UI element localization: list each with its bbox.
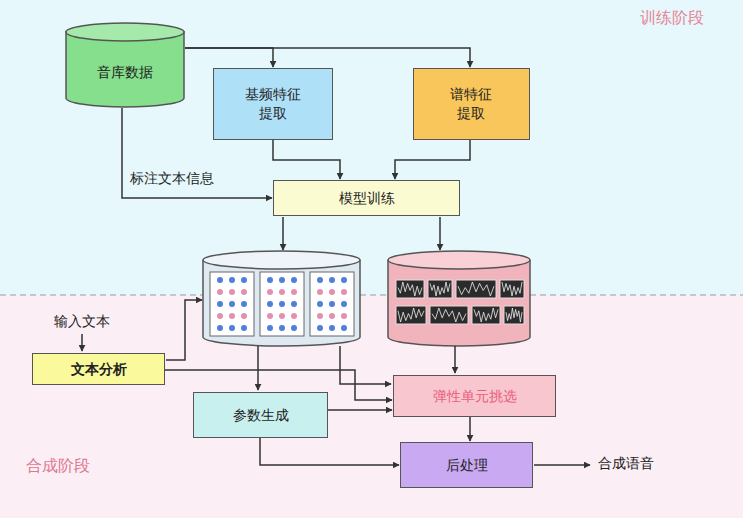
neuron-dot bbox=[317, 301, 323, 307]
waveform-line bbox=[430, 282, 450, 296]
neuron-dot bbox=[341, 325, 347, 331]
neuron-dot bbox=[241, 289, 247, 295]
neuron-dot bbox=[279, 301, 285, 307]
neuron-dot bbox=[329, 325, 335, 331]
waveform-tile bbox=[430, 306, 468, 324]
process-box: 基频特征 提取 bbox=[213, 68, 333, 140]
neuron-dot bbox=[329, 289, 335, 295]
process-box: 谱特征 提取 bbox=[413, 68, 530, 140]
flow-arrow bbox=[328, 409, 392, 411]
model-cylinder bbox=[203, 251, 360, 346]
neuron-dot bbox=[317, 277, 323, 283]
neuron-dot bbox=[341, 313, 347, 319]
waveform-tile bbox=[456, 280, 496, 298]
waveform-line bbox=[502, 282, 522, 296]
waveform-tile bbox=[500, 280, 524, 298]
waveform-line bbox=[398, 308, 424, 322]
neuron-dot bbox=[241, 325, 247, 331]
neuron-dot bbox=[241, 277, 247, 283]
node-label: 基频特征 提取 bbox=[241, 85, 305, 123]
waveform-line bbox=[474, 308, 498, 322]
neuron-dot bbox=[217, 301, 223, 307]
synthesis-ground bbox=[0, 295, 743, 518]
waveform-line bbox=[398, 282, 422, 296]
waveform-line bbox=[506, 308, 522, 322]
layout-arrows bbox=[82, 217, 590, 465]
io-label: 合成语音 bbox=[598, 455, 654, 473]
node-label: 音库数据 bbox=[97, 63, 153, 82]
neuron-dot bbox=[217, 313, 223, 319]
neuron-dot bbox=[291, 313, 297, 319]
neuron-dot bbox=[329, 301, 335, 307]
stage-divider bbox=[0, 294, 743, 295]
waveform-tile bbox=[396, 280, 424, 298]
node-label: 弹性单元挑选 bbox=[433, 387, 517, 406]
edge-label: 标注文本信息 bbox=[128, 170, 216, 188]
flow-arrow bbox=[469, 417, 471, 441]
waveform-tile bbox=[504, 306, 524, 324]
process-box: 文本分析 bbox=[32, 353, 165, 385]
io-label: 输入文本 bbox=[54, 313, 110, 331]
neuron-dot bbox=[291, 289, 297, 295]
flow-arrow bbox=[185, 48, 273, 67]
neuron-dot bbox=[217, 277, 223, 283]
neuron-dot bbox=[229, 313, 235, 319]
stage-label: 合成阶段 bbox=[26, 456, 90, 477]
waveform-tile bbox=[428, 280, 452, 298]
waveform-line bbox=[432, 308, 466, 322]
neuron-dot bbox=[279, 325, 285, 331]
process-box: 弹性单元挑选 bbox=[393, 375, 556, 417]
neuron-dot bbox=[279, 289, 285, 295]
training-ground bbox=[0, 0, 743, 295]
neuron-dot bbox=[329, 313, 335, 319]
neuron-dot bbox=[341, 301, 347, 307]
neuron-dot bbox=[229, 289, 235, 295]
neuron-dot bbox=[229, 277, 235, 283]
node-label: 模型训练 bbox=[339, 189, 395, 208]
node-label: 文本分析 bbox=[71, 360, 127, 379]
flow-arrow bbox=[395, 140, 470, 179]
database-cylinder: 音库数据 bbox=[65, 22, 185, 108]
neuron-dot bbox=[217, 289, 223, 295]
neuron-dot bbox=[317, 289, 323, 295]
neuron-dot bbox=[279, 277, 285, 283]
waveform-tile bbox=[396, 306, 426, 324]
neuron-dot bbox=[279, 313, 285, 319]
node-label: 参数生成 bbox=[233, 406, 289, 425]
neuron-dot bbox=[317, 313, 323, 319]
neuron-dot bbox=[267, 277, 273, 283]
neuron-dot bbox=[267, 325, 273, 331]
neuron-dot bbox=[291, 301, 297, 307]
node-label: 谱特征 提取 bbox=[446, 85, 496, 123]
neuron-dot bbox=[341, 289, 347, 295]
process-box: 参数生成 bbox=[193, 392, 328, 438]
waveform-line bbox=[458, 282, 494, 296]
neuron-dot bbox=[329, 277, 335, 283]
neuron-dot bbox=[317, 325, 323, 331]
neuron-dot bbox=[217, 325, 223, 331]
neuron-dot bbox=[229, 301, 235, 307]
process-box: 后处理 bbox=[400, 442, 533, 488]
neuron-dot bbox=[241, 313, 247, 319]
node-label: 后处理 bbox=[446, 456, 488, 475]
neuron-dot bbox=[291, 325, 297, 331]
neuron-dot bbox=[267, 313, 273, 319]
neuron-dot bbox=[267, 289, 273, 295]
neuron-dot bbox=[341, 277, 347, 283]
flow-arrow bbox=[273, 140, 340, 179]
unit-cylinder bbox=[388, 251, 530, 346]
neuron-dot bbox=[267, 301, 273, 307]
flow-arrow bbox=[260, 438, 399, 465]
waveform-tile bbox=[472, 306, 500, 324]
neuron-dot bbox=[241, 301, 247, 307]
flow-arrow bbox=[185, 48, 470, 67]
neuron-dot bbox=[229, 325, 235, 331]
neuron-dot bbox=[291, 277, 297, 283]
stage-label: 训练阶段 bbox=[640, 8, 704, 29]
process-box: 模型训练 bbox=[273, 180, 460, 216]
